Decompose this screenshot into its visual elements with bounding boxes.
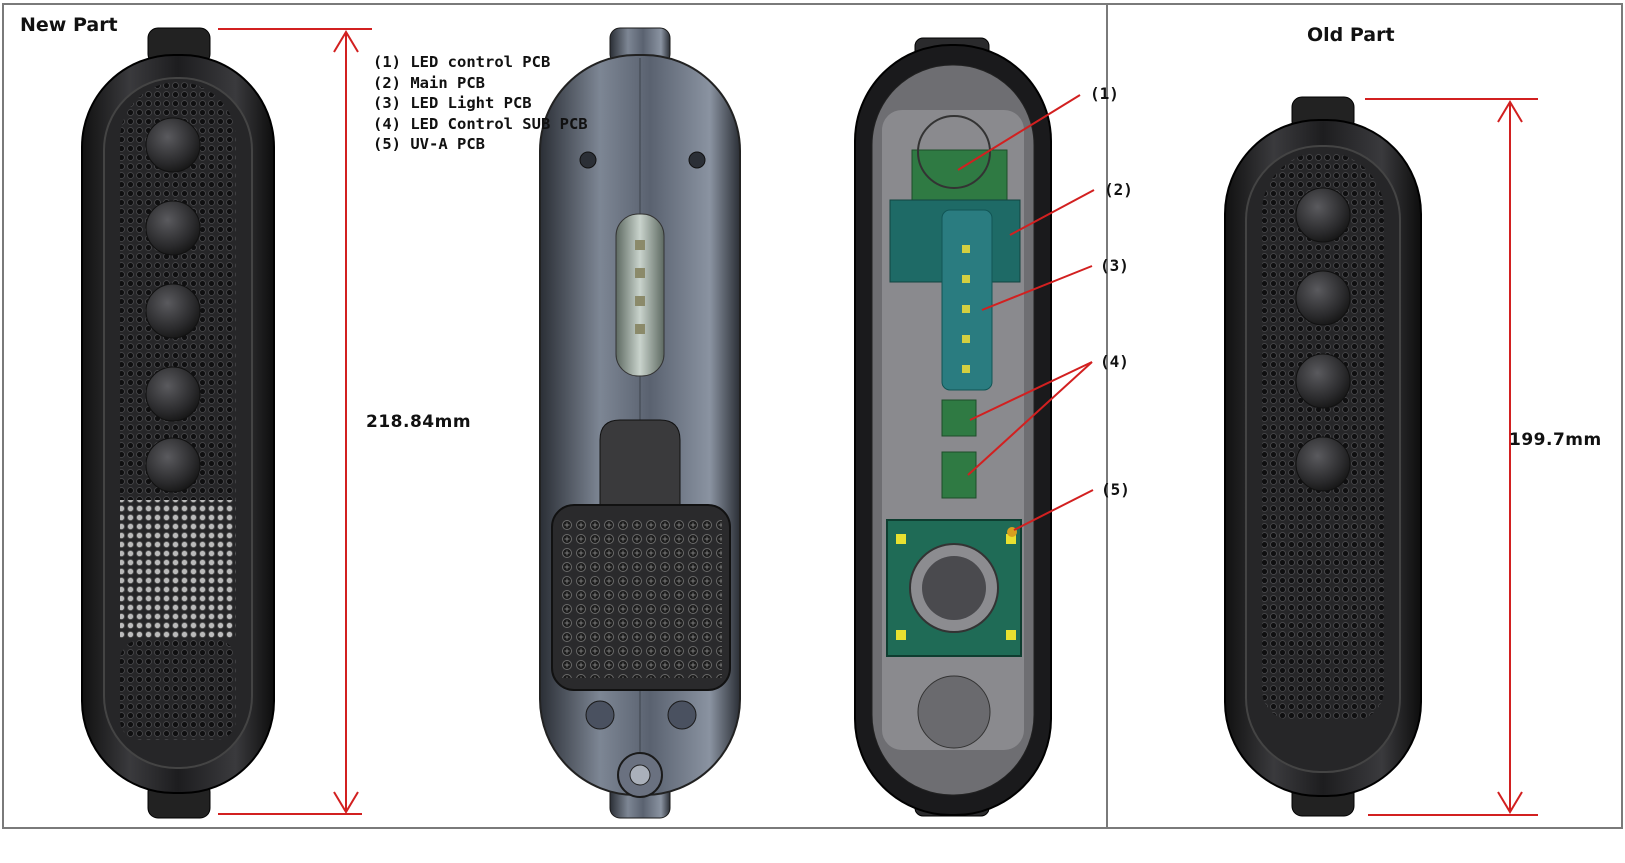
callout-5: (5) [1101,480,1130,499]
legend-item-1: (1) LED control PCB [373,53,551,71]
old-part-front-view [1224,96,1422,817]
old-part-title: Old Part [1307,24,1395,46]
callout-2: (2) [1104,180,1133,199]
legend-item-3: (3) LED Light PCB [373,94,532,112]
pcb-legend: (1) LED control PCB (2) Main PCB (3) LED… [373,52,588,155]
old-height-label: 199.7mm [1509,430,1602,450]
legend-item-2: (2) Main PCB [373,73,485,92]
callout-3: (3) [1100,256,1129,275]
new-part-front-view [81,27,275,819]
callout-leaders [957,94,1095,531]
pcb-4-sub-b [941,451,977,499]
legend-item-4: (4) LED Control SUB PCB [373,114,588,133]
pcb-3-led-light [941,209,993,391]
new-part-side-view [539,27,741,819]
pcb-4-sub-a [941,399,977,437]
old-dimension-line [1365,98,1538,816]
new-height-label: 218.84mm [366,412,472,432]
new-part-title: New Part [20,14,118,36]
callout-4: (4) [1100,352,1129,371]
callout-1: (1) [1090,84,1119,103]
legend-item-5: (5) UV-A PCB [373,135,485,153]
new-part-inside-view [854,37,1052,817]
new-dimension-line [218,28,372,815]
pcb-1-led-control [911,149,1008,201]
